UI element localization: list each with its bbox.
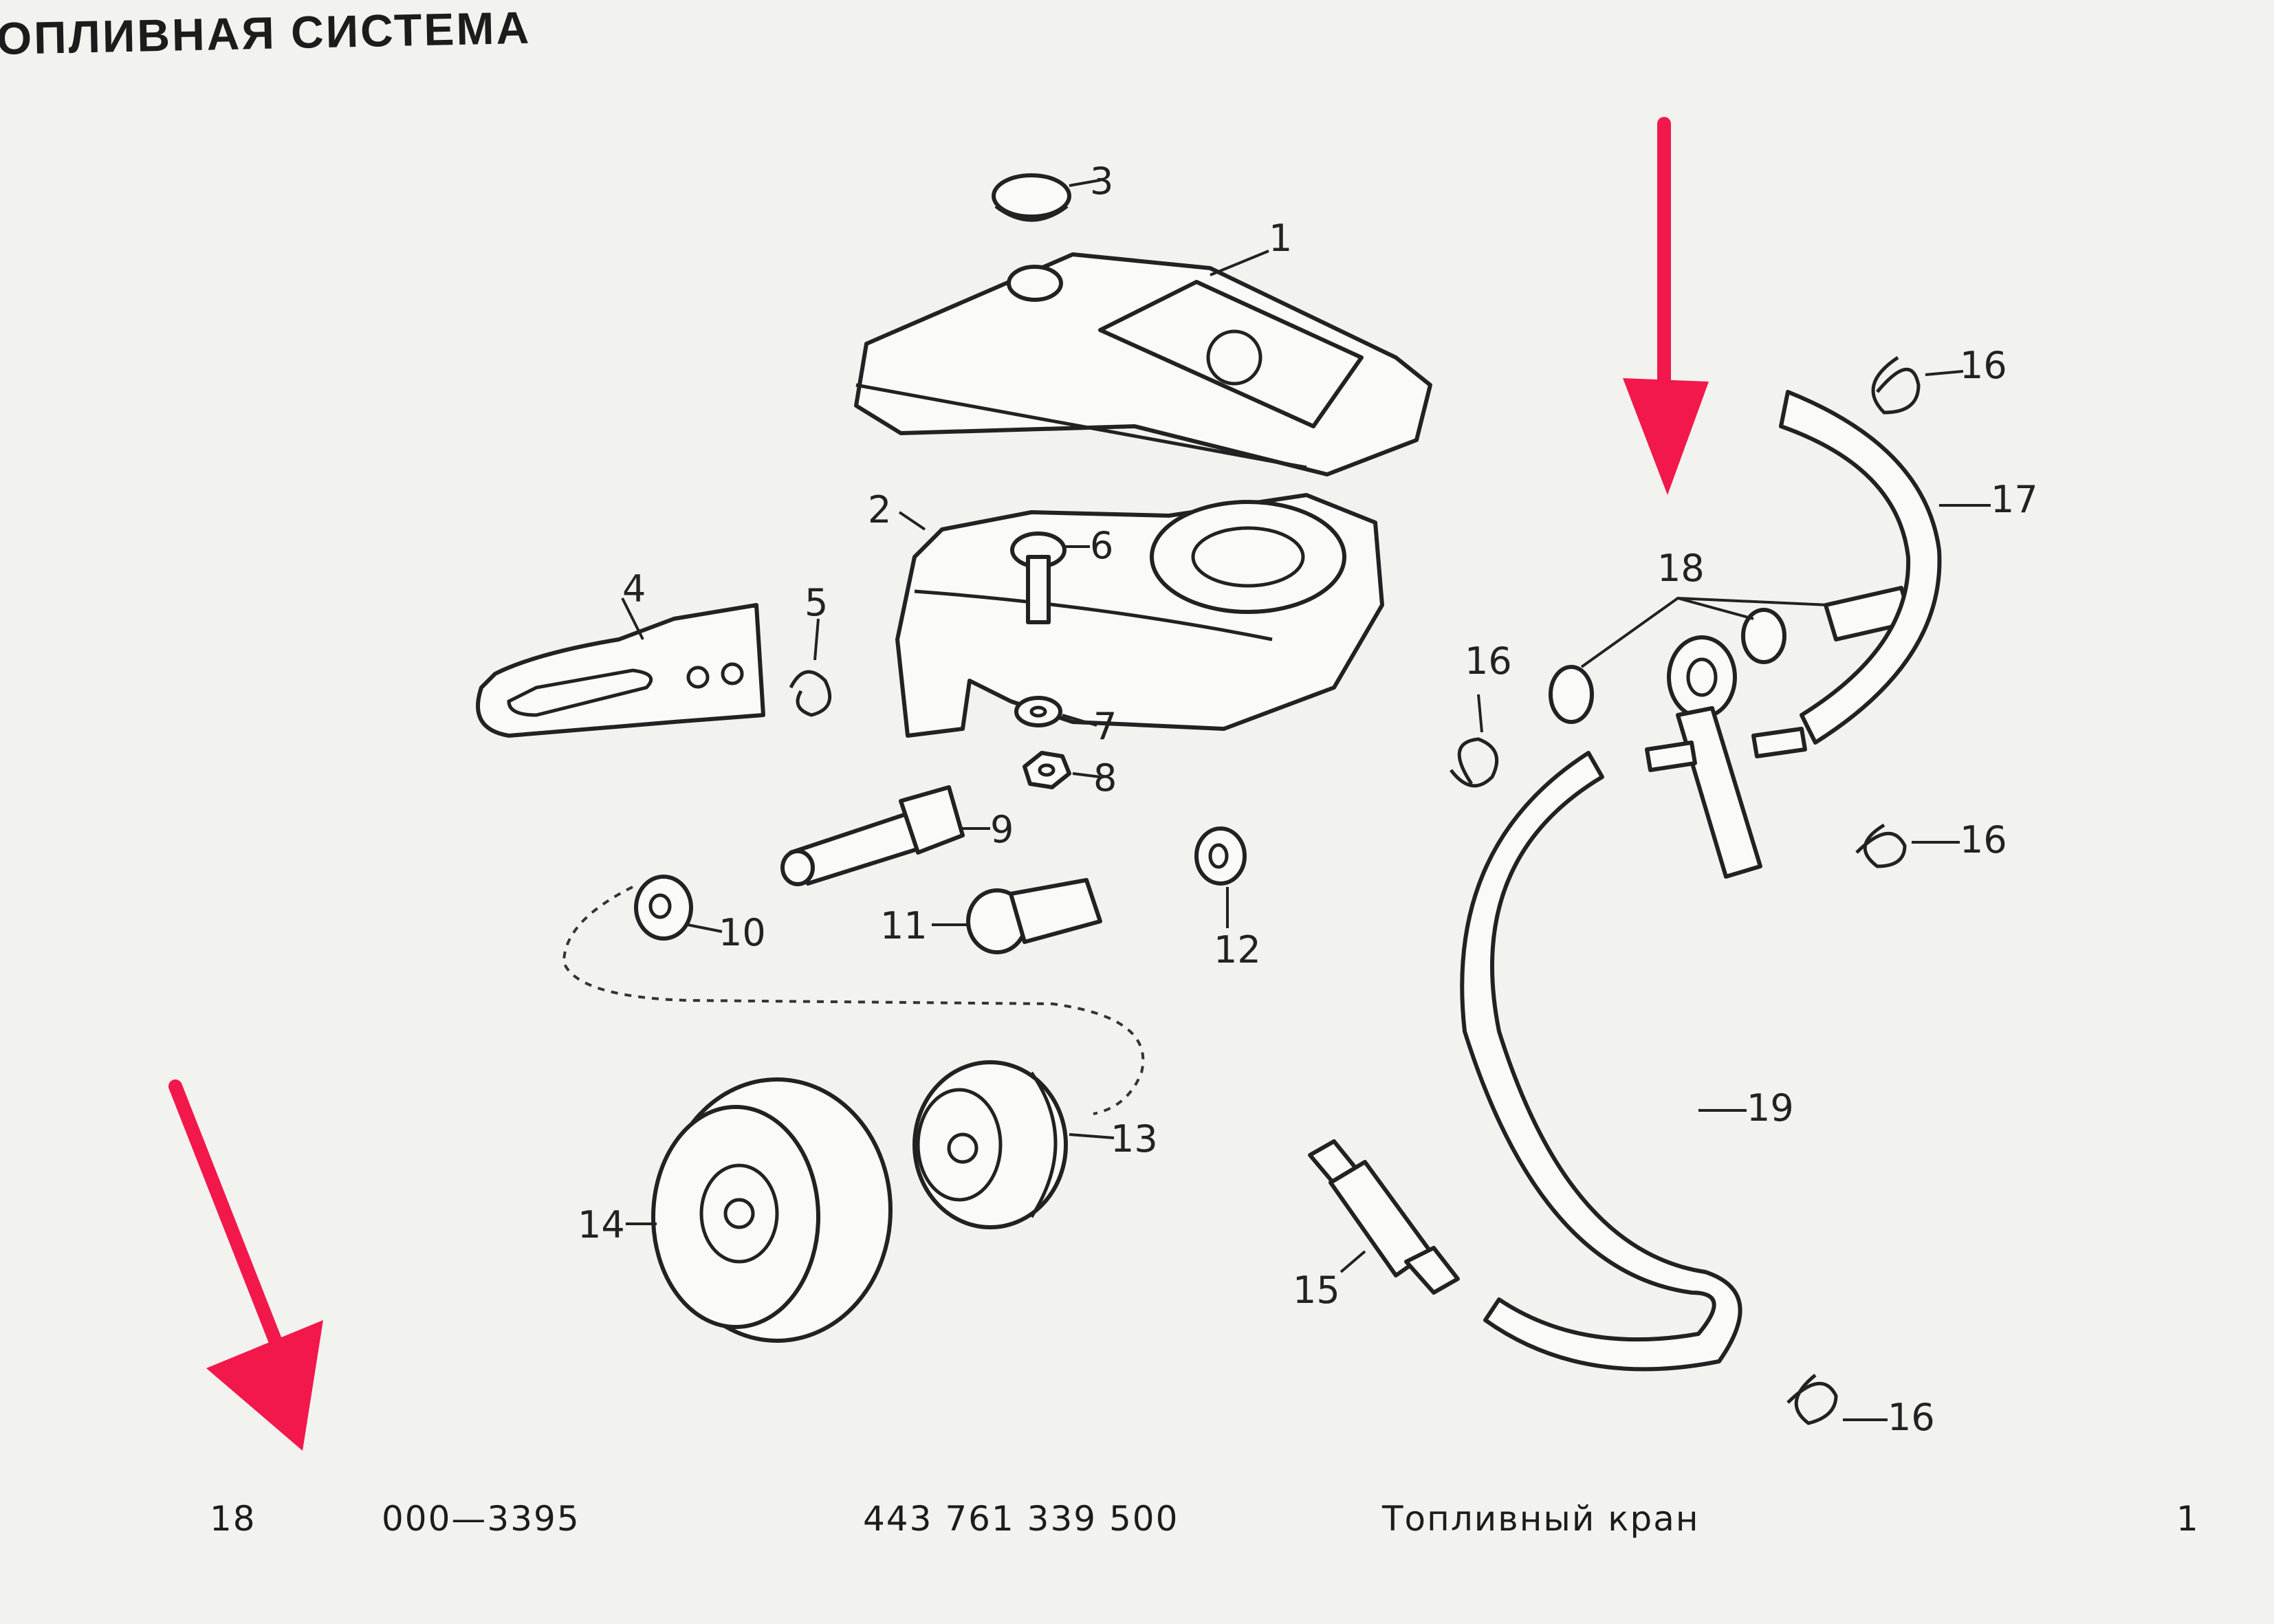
part-12-ring: 12: [1194, 826, 1261, 972]
callout-16-c: 16: [1960, 818, 2007, 862]
callout-12: 12: [1214, 928, 1261, 972]
part-7-washer: 7: [1014, 696, 1117, 748]
part-15-fuel-filter: 15: [1293, 1139, 1460, 1312]
down-arrow-annotation-icon: [1623, 117, 1709, 495]
callout-16-d: 16: [1888, 1396, 1935, 1439]
part-9-bolt: 9: [780, 785, 1014, 886]
part-16-clip-b: 16: [1450, 639, 1512, 788]
part-4-strap: 4: [476, 567, 765, 738]
footer-code: 000—3395: [382, 1499, 580, 1539]
part-14-flywheel: 14: [578, 1077, 893, 1343]
footer-position: 18: [210, 1499, 256, 1539]
part-11-bolt: 11: [880, 878, 1102, 954]
callout-15: 15: [1293, 1269, 1340, 1312]
callout-10: 10: [719, 911, 766, 954]
part-5-clip: 5: [789, 581, 832, 717]
callout-17: 17: [1991, 478, 2038, 521]
callout-3: 3: [1090, 160, 1113, 203]
callout-13: 13: [1111, 1117, 1158, 1161]
part-19-long-hose: 19: [1460, 751, 1794, 1372]
part-16-clip-a: 16: [1871, 344, 2007, 415]
callout-5: 5: [805, 581, 828, 624]
footer-description: Топливный кран: [1382, 1499, 1700, 1539]
part-10-small-wheel: 10: [634, 875, 766, 954]
part-8-nut: 8: [1023, 751, 1117, 800]
callout-16-b: 16: [1465, 639, 1512, 683]
callout-11: 11: [880, 904, 928, 947]
callout-18: 18: [1657, 547, 1705, 590]
diagonal-arrow-annotation-icon: [168, 1079, 323, 1451]
part-6-screw: 6: [1010, 524, 1113, 624]
part-16-clip-d: 16: [1786, 1374, 1935, 1439]
callout-16-a: 16: [1960, 344, 2007, 387]
part-2-bracket: 2: [868, 488, 1384, 738]
callout-14: 14: [578, 1203, 625, 1247]
callout-7: 7: [1093, 705, 1117, 748]
callout-19: 19: [1747, 1086, 1794, 1130]
assembly-dashed-line: [562, 886, 1145, 1115]
callout-2: 2: [868, 488, 891, 531]
footer-quantity: 1: [2176, 1499, 2200, 1539]
part-17-short-hose: 17: [1779, 390, 2038, 745]
part-18-fuel-tap: 18: [1549, 547, 1914, 879]
callout-8: 8: [1093, 756, 1117, 800]
part-1-fuel-tank: 1: [854, 217, 1432, 476]
part-3-tank-cap: 3: [992, 160, 1113, 222]
footer-part-number: 443 761 339 500: [863, 1499, 1179, 1539]
part-13-pulley: 13: [912, 1060, 1158, 1229]
callout-1: 1: [1269, 217, 1292, 260]
callout-4: 4: [622, 567, 646, 611]
part-16-clip-c: 16: [1855, 818, 2007, 868]
callout-6: 6: [1090, 524, 1113, 567]
callout-9: 9: [990, 808, 1014, 851]
